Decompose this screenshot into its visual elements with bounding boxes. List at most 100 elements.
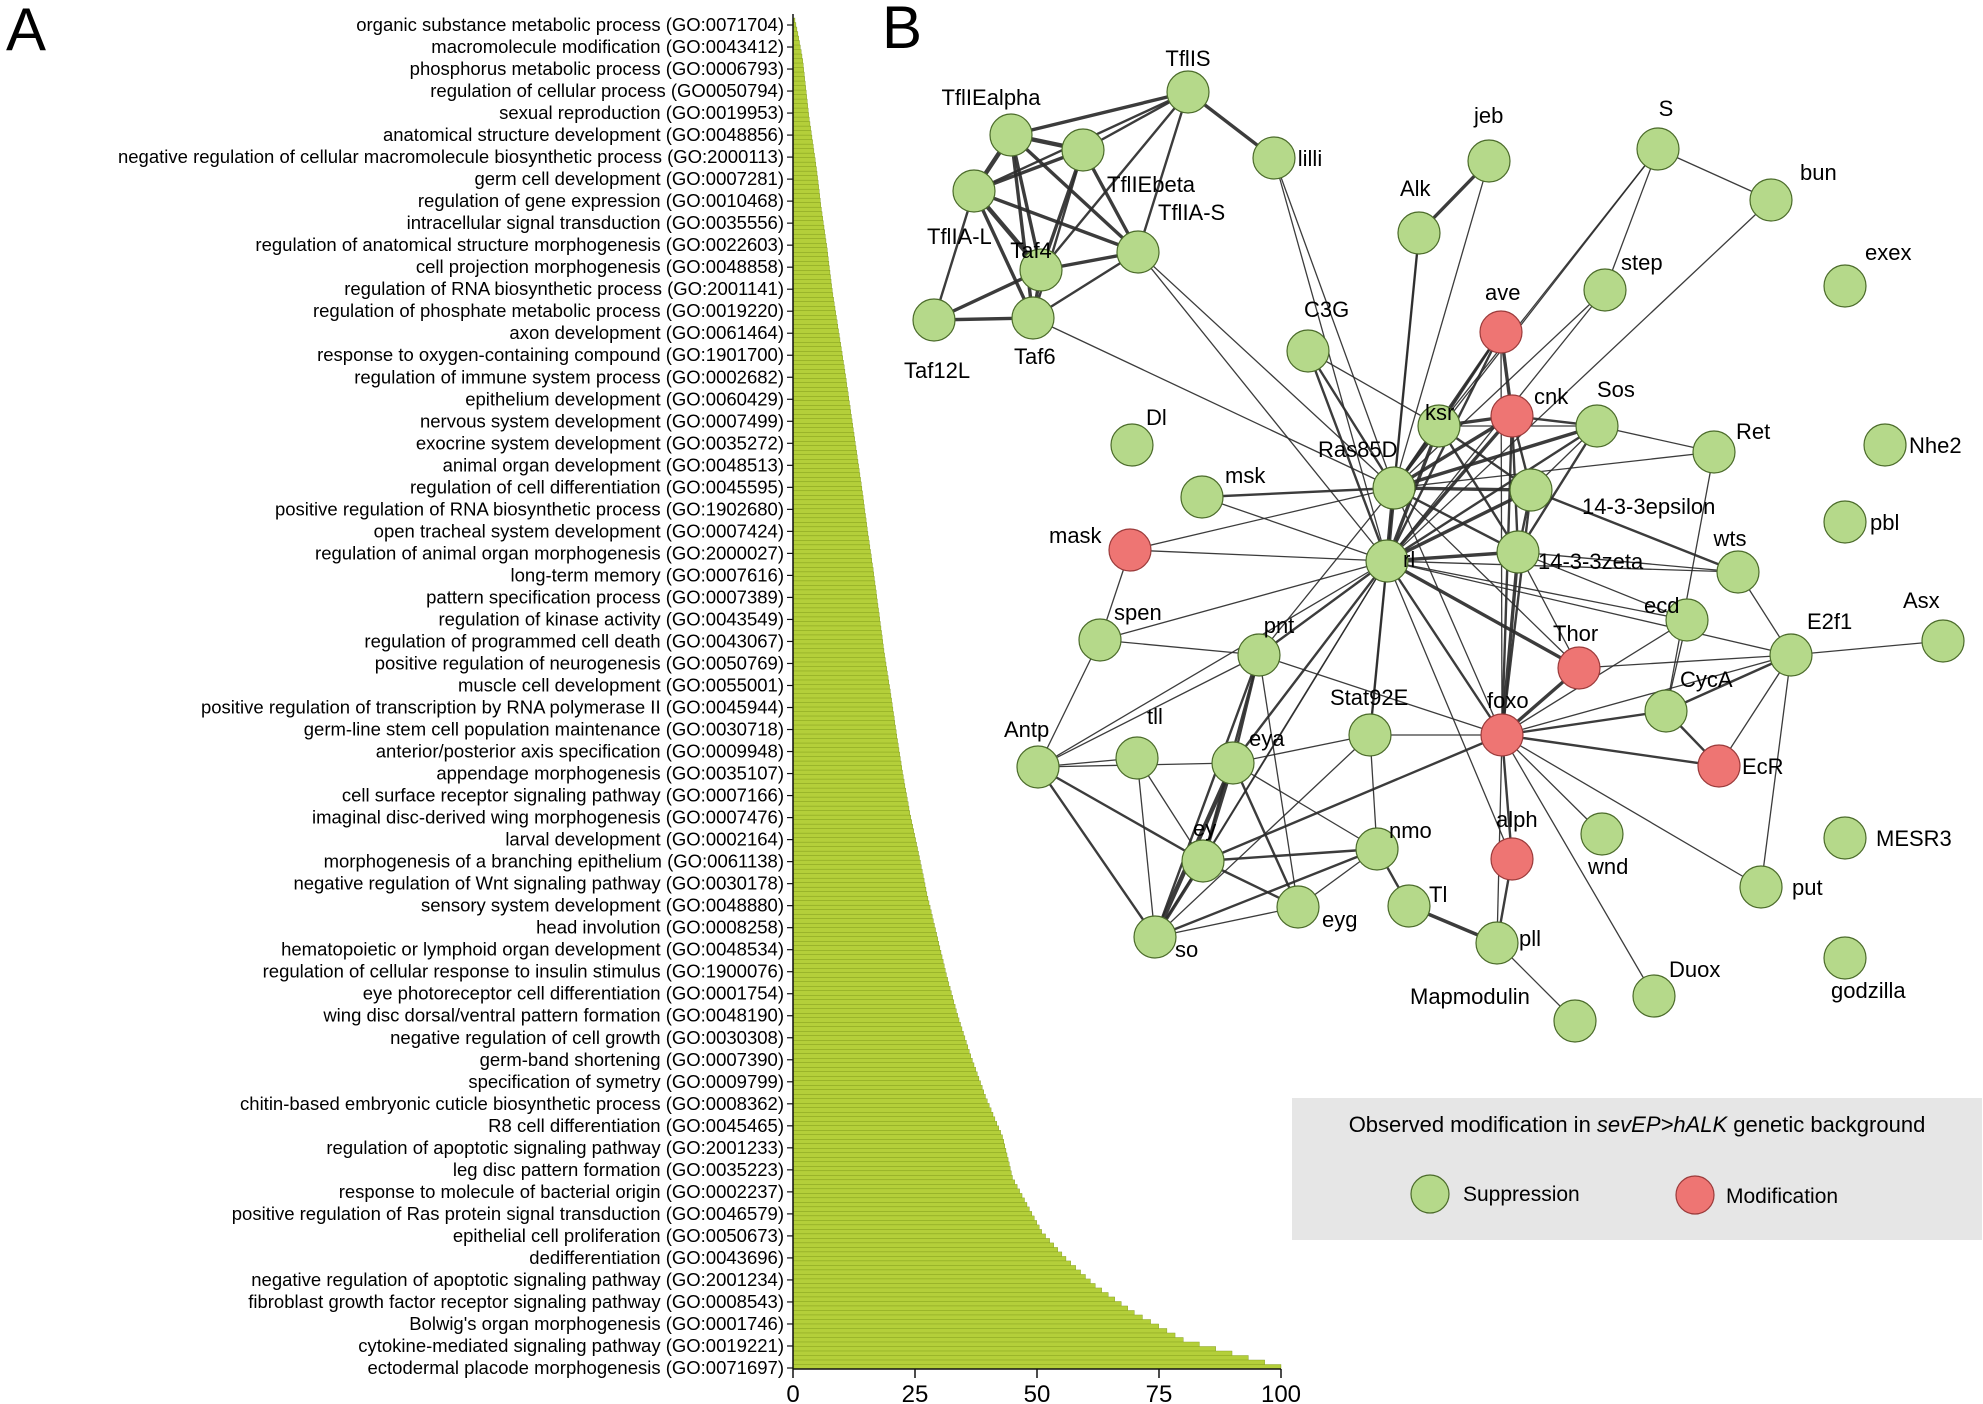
bar xyxy=(792,720,896,726)
bar xyxy=(792,765,902,771)
node-label: 14-3-3zeta xyxy=(1538,549,1644,574)
bar xyxy=(792,873,924,879)
bar xyxy=(792,1197,1025,1203)
node-label: alph xyxy=(1496,807,1538,832)
bar xyxy=(792,729,897,735)
bar xyxy=(792,1278,1091,1284)
bar xyxy=(792,859,921,866)
go-term-label: chitin-based embryonic cuticle biosynthe… xyxy=(240,1093,784,1114)
network-edge xyxy=(1385,560,1504,736)
suppression-node xyxy=(1355,827,1399,871)
modification-node xyxy=(1490,394,1534,438)
suppression-node xyxy=(1417,404,1461,448)
bar xyxy=(792,378,847,384)
network-edge xyxy=(1137,251,1388,562)
bar xyxy=(792,58,803,64)
bar xyxy=(792,157,816,163)
go-term-label: cytokine-mediated signaling pathway (GO:… xyxy=(358,1335,784,1356)
bar xyxy=(792,220,824,226)
node-label: wts xyxy=(1713,526,1747,551)
suppression-node xyxy=(952,169,996,213)
network-edge xyxy=(1718,654,1792,767)
bar xyxy=(792,895,929,902)
node-label: pll xyxy=(1519,926,1541,951)
network-edge xyxy=(1393,451,1715,489)
bar xyxy=(792,1184,1018,1190)
bar xyxy=(792,1049,970,1055)
bar xyxy=(792,283,832,289)
go-term-label: regulation of phosphate metabolic proces… xyxy=(313,300,784,321)
bar xyxy=(792,233,826,240)
bar xyxy=(792,85,806,91)
bar xyxy=(792,1319,1151,1325)
network-edge xyxy=(1232,762,1378,850)
bar xyxy=(792,630,882,636)
go-term-label: leg disc pattern formation (GO:0035223) xyxy=(453,1159,784,1180)
network-edge xyxy=(1578,654,1792,669)
bar xyxy=(792,603,879,609)
bar xyxy=(792,571,874,577)
bar xyxy=(792,441,856,447)
bar xyxy=(792,864,922,870)
bar xyxy=(792,301,835,307)
suppression-node xyxy=(1252,136,1296,180)
suppression-node xyxy=(1823,936,1867,980)
network-node: E2f1 xyxy=(1769,609,1852,677)
bar xyxy=(792,801,909,807)
network-node: Thor xyxy=(1553,621,1601,690)
network-node: ksr xyxy=(1417,400,1461,448)
network-edge xyxy=(1438,148,1659,427)
bar xyxy=(792,346,842,352)
modification-node xyxy=(1480,713,1524,757)
bar xyxy=(792,342,841,348)
suppression-node xyxy=(1665,598,1709,642)
bar xyxy=(792,1044,969,1050)
bar xyxy=(792,490,863,496)
node-label: TflIS xyxy=(1165,46,1210,71)
node-label: E2f1 xyxy=(1807,609,1852,634)
node-label: Alk xyxy=(1400,176,1432,201)
bar xyxy=(792,774,904,780)
bar xyxy=(792,621,881,627)
go-term-label: sensory system development (GO:0048880) xyxy=(421,895,784,916)
network-edge xyxy=(1368,560,1389,736)
go-term-label: Bolwig's organ morphogenesis (GO:0001746… xyxy=(409,1313,784,1334)
bar xyxy=(792,179,819,185)
go-term-label: open tracheal system development (GO:000… xyxy=(374,520,784,541)
bar xyxy=(792,360,844,366)
modification-node xyxy=(1557,646,1601,690)
network-edge xyxy=(1393,414,1513,490)
bar xyxy=(792,238,827,244)
suppression-node xyxy=(1133,915,1177,959)
bar xyxy=(792,1107,992,1113)
bar xyxy=(792,279,832,285)
bar xyxy=(792,1112,994,1118)
bar xyxy=(792,148,815,154)
legend-modification-label: Modification xyxy=(1726,1185,1838,1208)
suppression-node xyxy=(1644,689,1688,733)
node-label: C3G xyxy=(1304,297,1349,322)
network-edge xyxy=(1496,734,1503,944)
network-edge xyxy=(1037,766,1156,938)
network-edge xyxy=(1031,149,1085,319)
node-label: eya xyxy=(1249,726,1285,751)
bar xyxy=(792,328,839,334)
bar xyxy=(792,972,947,978)
network-node: alph xyxy=(1490,807,1538,881)
node-label: Sos xyxy=(1597,377,1635,402)
network-node: pbl xyxy=(1823,500,1899,544)
bar xyxy=(792,724,896,730)
node-label: lilli xyxy=(1298,146,1322,171)
bar xyxy=(792,1193,1023,1199)
bar xyxy=(792,80,806,86)
network-node: lilli xyxy=(1252,136,1322,180)
network-edge xyxy=(1517,551,1580,669)
bar xyxy=(792,549,871,555)
network-edge xyxy=(1032,317,1395,489)
bar xyxy=(792,1076,980,1082)
go-term-label: long-term memory (GO:0007616) xyxy=(511,564,785,585)
bar xyxy=(792,661,887,667)
node-label: Taf12L xyxy=(904,358,970,383)
network-edge xyxy=(1501,709,1667,737)
bar xyxy=(792,175,818,181)
